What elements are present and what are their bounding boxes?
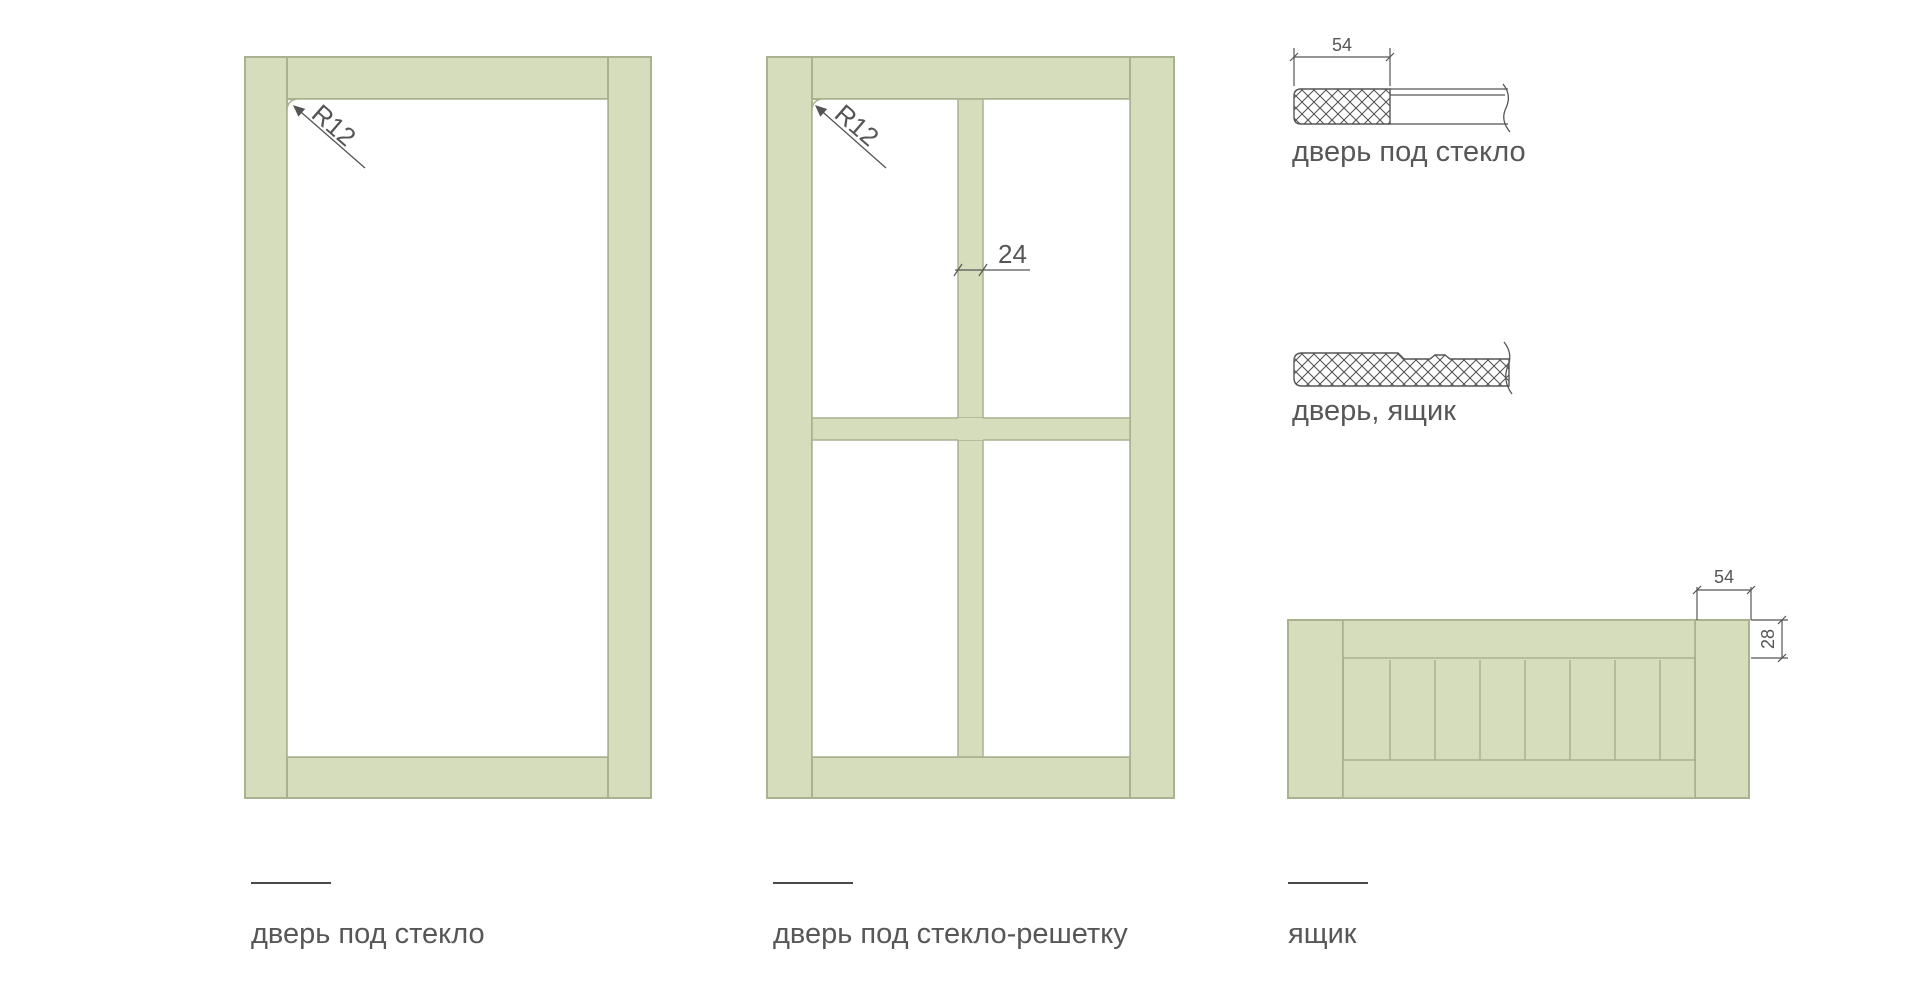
drawer-width-label: 54 — [1714, 567, 1734, 587]
door2-right-stile — [1129, 56, 1175, 799]
profile1-label: дверь под стекло — [1292, 136, 1526, 168]
profile1-width-label: 54 — [1332, 35, 1352, 55]
door1-right-stile — [607, 56, 652, 799]
profile2-section — [1293, 352, 1510, 387]
caption-grid-door: дверь под стекло-решетку — [773, 918, 1128, 950]
drawer-bottom-rail — [1342, 759, 1696, 799]
caption2-divider — [773, 882, 853, 884]
caption-glass-door: дверь под стекло — [251, 918, 485, 950]
door2-top-rail — [811, 56, 1131, 100]
drawer-top-rail — [1342, 619, 1696, 659]
drawer-height-dimension — [1751, 615, 1788, 663]
door1-radius-arrow — [293, 105, 366, 169]
door2-bottom-rail — [811, 756, 1131, 799]
drawer-width-dimension — [1692, 585, 1756, 620]
drawer-drawing: 54 28 — [1287, 567, 1788, 799]
door1-left-stile — [244, 56, 288, 799]
door2-bar-width-label: 24 — [998, 239, 1027, 269]
profile2-label: дверь, ящик — [1292, 395, 1456, 427]
door2-left-stile — [766, 56, 813, 799]
caption1-divider — [251, 882, 331, 884]
drawer-panel-grooves — [1389, 660, 1661, 760]
grid-door-drawing: R12 24 — [766, 56, 1175, 799]
door1-bottom-rail — [286, 756, 609, 799]
glass-door-drawing: R12 — [244, 56, 652, 799]
drawer-height-label: 28 — [1758, 629, 1778, 649]
caption3-divider — [1288, 882, 1368, 884]
door2-bar-width-dimension — [953, 263, 1030, 277]
door1-glass-opening — [286, 98, 609, 758]
door2-radius-arrow — [815, 105, 887, 169]
profile-door-drawer — [1293, 341, 1513, 395]
profile1-section — [1293, 88, 1391, 125]
caption-drawer: ящик — [1288, 918, 1357, 950]
profile-glass-door: 54 — [1289, 35, 1511, 133]
door1-top-rail — [286, 56, 609, 100]
